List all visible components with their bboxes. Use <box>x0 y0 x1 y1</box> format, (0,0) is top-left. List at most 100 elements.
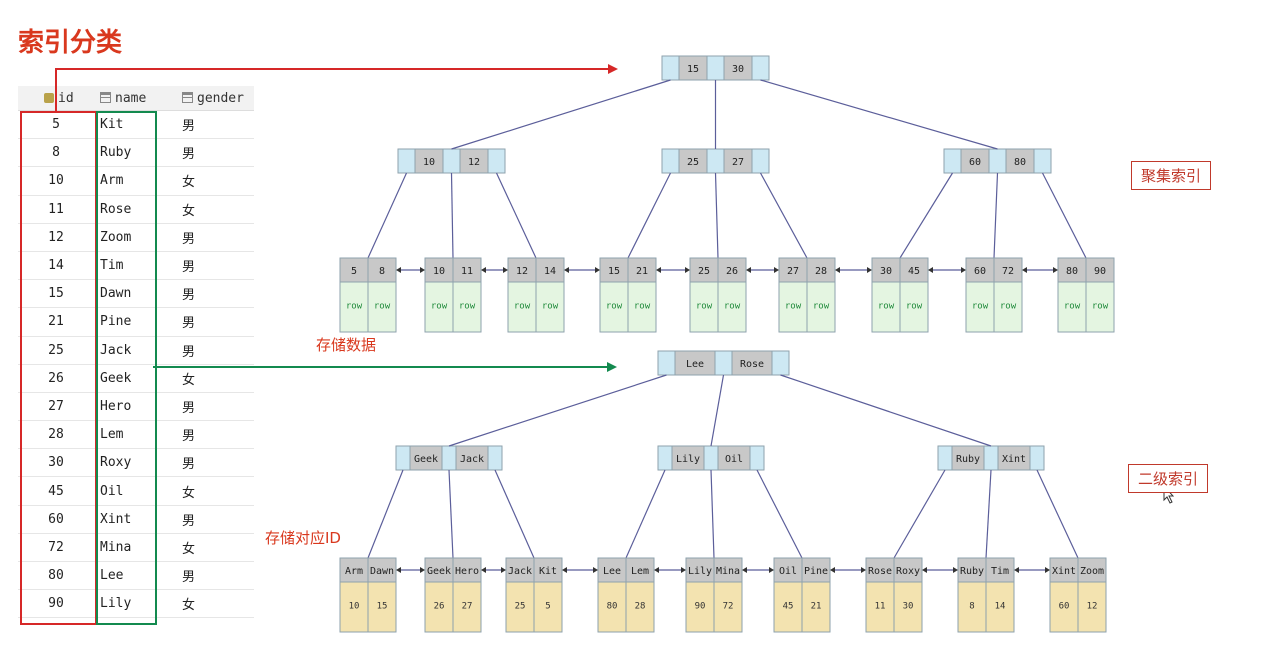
node-key-cell <box>1005 148 1035 174</box>
node-key-label: Jack <box>460 454 484 465</box>
store-id-label: 存储对应ID <box>265 529 341 547</box>
cell-id: 11 <box>18 195 94 224</box>
node-key-label: Rose <box>740 359 764 370</box>
arrow-head <box>746 267 751 273</box>
arrow-head <box>562 567 567 573</box>
arrow-head <box>481 267 486 273</box>
node-pointer-cell <box>771 350 790 376</box>
leaf-value-cell <box>965 281 995 333</box>
node-key-label: 80 <box>1014 157 1026 168</box>
cell-name: Zoom <box>94 223 176 252</box>
cell-id: 80 <box>18 561 94 591</box>
leaf-id-label: 27 <box>462 602 473 612</box>
leaf-key-label: 21 <box>636 266 648 277</box>
leaf-id-label: 80 <box>607 602 618 612</box>
node-pointer-cell <box>706 148 725 174</box>
leaf-value-cell <box>801 581 831 633</box>
node-key-label: 30 <box>732 64 744 75</box>
node-pointer-cell <box>1029 445 1045 471</box>
leaf-row-label: row <box>459 302 476 312</box>
leaf-id-label: 15 <box>377 602 388 612</box>
leaf-id-label: 5 <box>545 602 550 612</box>
arrow-head <box>1022 267 1027 273</box>
node-key-label: Lee <box>686 359 704 370</box>
cell-id: 45 <box>18 476 94 506</box>
arrow-head <box>481 567 486 573</box>
secondary-index-tag: 二级索引 <box>1128 464 1209 493</box>
cell-id: 21 <box>18 307 94 337</box>
leaf-key-label: Pine <box>804 566 828 577</box>
leaf-key-label: Mina <box>716 566 740 577</box>
leaf-row-label: row <box>696 302 713 312</box>
leaf-row-label: row <box>1064 302 1081 312</box>
cell-id: 26 <box>18 364 94 393</box>
tree-edge <box>448 469 454 559</box>
leaf-row-label: row <box>813 302 830 312</box>
leaf-row-label: row <box>906 302 923 312</box>
leaf-key-label: Lem <box>631 566 649 577</box>
node-key-cell <box>731 350 773 376</box>
leaf-key-cell <box>597 557 627 583</box>
leaf-id-label: 90 <box>695 602 706 612</box>
node-key-label: 15 <box>687 64 699 75</box>
leaf-key-label: 11 <box>461 266 473 277</box>
node-pointer-cell <box>441 445 457 471</box>
node-pointer-cell <box>751 148 770 174</box>
arrow-head <box>861 567 866 573</box>
cell-id: 14 <box>18 251 94 281</box>
leaf-id-label: 14 <box>995 602 1006 612</box>
node-key-cell <box>678 148 708 174</box>
leaf-row-label: row <box>1000 302 1017 312</box>
leaf-row-label: row <box>542 302 559 312</box>
leaf-row-label: row <box>634 302 651 312</box>
leaf-key-cell <box>452 557 482 583</box>
tree-edge <box>714 172 719 259</box>
node-key-label: Xint <box>1002 454 1026 465</box>
leaf-key-label: 5 <box>351 266 357 277</box>
leaf-value-cell <box>893 581 923 633</box>
leaf-key-label: Dawn <box>370 566 394 577</box>
leaf-key-cell <box>339 557 369 583</box>
leaf-value-cell <box>597 581 627 633</box>
cell-id: 60 <box>18 505 94 534</box>
column-header-gender[interactable]: gender <box>176 86 254 111</box>
node-pointer-cell <box>983 445 999 471</box>
arrow-head <box>961 267 966 273</box>
column-header-name[interactable]: name <box>94 86 176 111</box>
arrow-head <box>928 267 933 273</box>
leaf-key-label: 10 <box>433 266 445 277</box>
node-key-cell <box>674 350 716 376</box>
node-key-label: Geek <box>414 454 438 465</box>
cell-gender: 女 <box>176 364 254 393</box>
leaf-key-label: Ruby <box>960 566 984 577</box>
node-pointer-cell <box>751 55 770 81</box>
leaf-row-label: row <box>1092 302 1109 312</box>
clustered-index-tag: 聚集索引 <box>1131 161 1212 190</box>
tree-edge <box>495 172 537 259</box>
cell-name: Mina <box>94 533 176 563</box>
leaf-key-label: Oil <box>779 566 797 577</box>
node-key-label: Lily <box>676 454 700 465</box>
leaf-value-cell <box>806 281 836 333</box>
cell-id: 72 <box>18 533 94 563</box>
leaf-value-cell <box>452 581 482 633</box>
arrow-head <box>681 567 686 573</box>
